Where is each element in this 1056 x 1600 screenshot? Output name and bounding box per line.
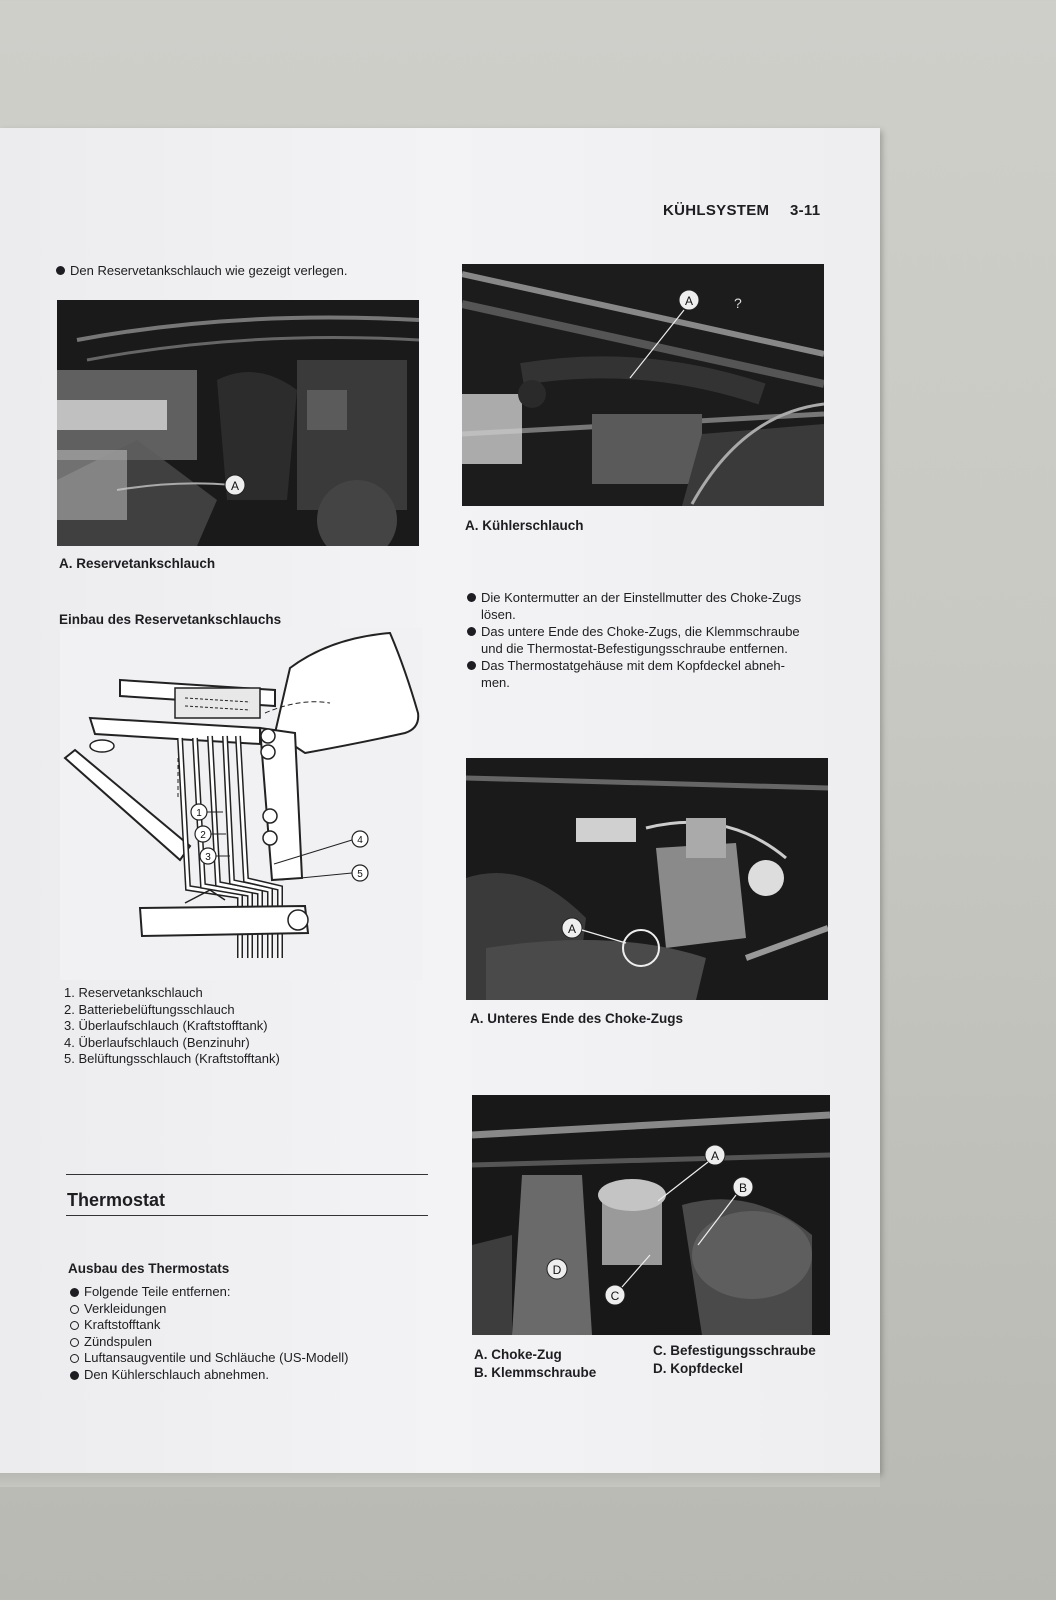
- step-item: Zündspulen: [68, 1334, 349, 1351]
- page-stack-edge: [0, 1473, 880, 1487]
- section-title: KÜHLSYSTEM: [663, 202, 770, 219]
- photo-thermostat-bauteile: A B C D: [472, 1095, 830, 1335]
- diagram-callout-1: 1: [190, 803, 208, 821]
- step-item: Verkleidungen: [68, 1301, 349, 1318]
- bullet-item: Die Kontermutter an der Einstellmutter d…: [465, 589, 801, 606]
- legend-item: 5. Belüftungsschlauch (Kraftstofftank): [64, 1051, 280, 1066]
- photo4-callout-d: D: [553, 1263, 562, 1277]
- step-item: Kraftstofftank: [68, 1317, 349, 1334]
- diagram-callout-5: 5: [351, 864, 369, 882]
- photo4-caption-d: D. Kopfdeckel: [653, 1361, 744, 1376]
- bullet-item: Das Thermostatgehäuse mit dem Kopfdeckel…: [465, 657, 801, 674]
- svg-text:1: 1: [196, 808, 202, 819]
- step-item: Folgende Teile entfernen:: [68, 1284, 349, 1301]
- photo3-caption: A. Unteres Ende des Choke-Zugs: [470, 1011, 684, 1026]
- choke-bullets: Die Kontermutter an der Einstellmutter d…: [465, 589, 801, 691]
- photo4-callout-c: C: [611, 1289, 620, 1303]
- diagram-callout-4: 4: [351, 830, 369, 848]
- photo4-caption-c: C. Befestigungsschraube: [653, 1343, 816, 1358]
- legend-item: 3. Überlaufschlauch (Kraftstofftank): [64, 1018, 268, 1033]
- photo1-callout-a: A: [231, 479, 239, 493]
- photo2-callout-a: A: [685, 294, 693, 308]
- photo-kuehlerschlauch: A ?: [462, 264, 824, 506]
- photo4-caption-a: A. Choke-Zug: [474, 1347, 562, 1362]
- page-number: 3-11: [790, 202, 821, 219]
- bullet-item-cont: men.: [481, 675, 510, 690]
- photo1-caption: A. Reservetankschlauch: [59, 556, 216, 571]
- section-rule-bottom: [66, 1215, 428, 1216]
- diagram-title: Einbau des Reservetankschlauchs: [59, 612, 282, 627]
- photo-choke-zug-ende: A: [466, 758, 828, 1000]
- photo-reservetankschlauch: A: [57, 300, 419, 546]
- diagram-callout-2: 2: [194, 825, 212, 843]
- svg-text:2: 2: [200, 830, 206, 841]
- photo4-callout-a: A: [711, 1149, 719, 1163]
- intro-bullet: Den Reservetankschlauch wie gezeigt verl…: [54, 262, 1056, 279]
- svg-text:3: 3: [205, 852, 211, 863]
- photo3-callout-a: A: [568, 922, 576, 936]
- bullet-item-cont: lösen.: [481, 607, 516, 622]
- diagram-legend: 1. Reservetankschlauch 2. Batteriebelüft…: [64, 985, 280, 1068]
- photo4-caption-b: B. Klemmschraube: [474, 1365, 597, 1380]
- step-item: Luftansaugventile und Schläuche (US-Mode…: [68, 1350, 349, 1367]
- legend-item: 2. Batteriebelüftungsschlauch: [64, 1001, 235, 1017]
- bullet-item: Das untere Ende des Choke-Zugs, die Klem…: [465, 623, 801, 640]
- diagram-callout-3: 3: [199, 847, 217, 865]
- photo2-question-mark: ?: [734, 295, 742, 311]
- subsection-heading: Ausbau des Thermostats: [68, 1261, 230, 1276]
- removal-steps: Folgende Teile entfernen: Verkleidungen …: [68, 1284, 349, 1383]
- svg-text:4: 4: [357, 835, 363, 846]
- step-item: Den Kühlerschlauch abnehmen.: [68, 1367, 349, 1384]
- section-rule-top: [66, 1174, 428, 1175]
- legend-item: 1. Reservetankschlauch: [64, 985, 203, 1000]
- photo4-callout-b: B: [739, 1181, 747, 1195]
- hose-routing-diagram: 1 2 3 4 5: [60, 628, 422, 980]
- section-heading-thermostat: Thermostat: [67, 1190, 166, 1210]
- legend-item: 4. Überlaufschlauch (Benzinuhr): [64, 1034, 250, 1050]
- photo2-caption: A. Kühlerschlauch: [465, 518, 584, 533]
- svg-text:5: 5: [357, 869, 363, 880]
- bullet-item-cont: und die Thermostat-Befestigungsschraube …: [481, 641, 788, 656]
